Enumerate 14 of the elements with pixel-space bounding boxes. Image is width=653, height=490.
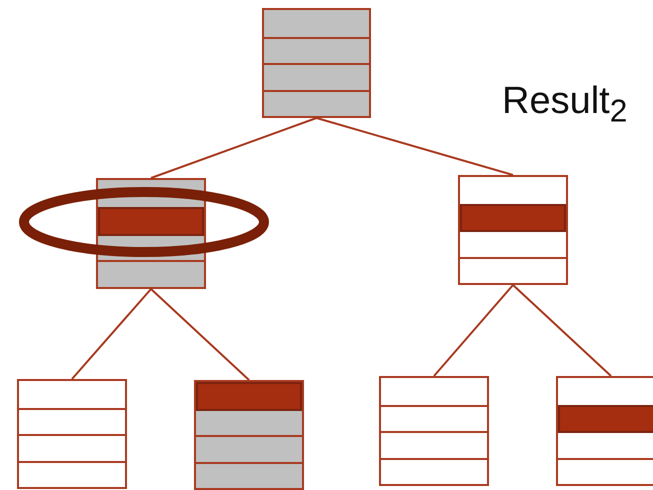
record-stack [458,175,568,285]
record-stack [194,380,304,490]
result-label: Result$_{2}$ [502,80,628,130]
tree-edge [433,284,514,377]
record-stack [262,8,371,118]
tree-edge [512,284,612,377]
record-stack [17,379,127,489]
tree-edge [150,117,317,179]
record-stack [556,376,653,486]
tree-edge [150,288,250,381]
tree-edge [71,288,152,380]
tree-edge [316,117,514,176]
selection-ellipse [19,187,269,257]
record-stack [379,376,489,486]
